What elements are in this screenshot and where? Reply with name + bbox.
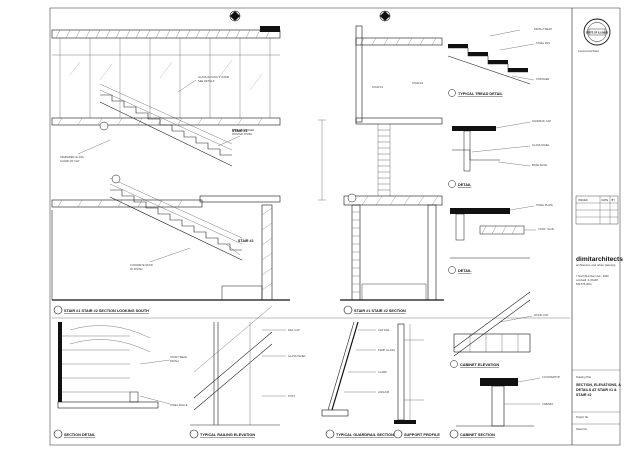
- svg-text:RAIL CAP: RAIL CAP: [288, 328, 300, 332]
- sheet-title-line-3: STAIR #2: [576, 393, 592, 397]
- seal-text: STATE OF ILLINOIS: [586, 31, 609, 34]
- architect-seal: STATE OF ILLINOIS: [583, 18, 611, 46]
- svg-text:TEMPERED GLASS: TEMPERED GLASS: [60, 155, 84, 159]
- firm-phone: 630.576.0011: [576, 282, 592, 286]
- tread-detail: FINISH TREAD STEEL PAN STRINGER TYPICAL …: [447, 27, 552, 97]
- svg-text:GLASS RAILING SYSTEM: GLASS RAILING SYSTEM: [198, 75, 229, 79]
- sheet-title-line-2: DETAILS AT STAIR #1 &: [576, 388, 617, 392]
- svg-text:GLASS PANEL: GLASS PANEL: [532, 143, 550, 147]
- sheet-border: [49, 7, 621, 446]
- svg-text:STEEL PAN: STEEL PAN: [536, 41, 550, 45]
- section-detail: STAIR TREAD FINISH STEEL ANGLE SECTION D…: [53, 322, 188, 439]
- issue-table: ISSUED DATE BY: [575, 195, 619, 225]
- svg-text:CAP RAIL: CAP RAIL: [378, 328, 390, 332]
- svg-text:CLAMP: CLAMP: [378, 370, 387, 374]
- stair-section-2-title: STAIR #1 STAIR #2 SECTION: [354, 309, 406, 313]
- cabinet-section: COUNTERTOP CABINET CABINET SECTION: [449, 375, 560, 439]
- cabinet-section-title: CABINET SECTION: [460, 433, 495, 437]
- svg-text:FINISH TREAD: FINISH TREAD: [534, 27, 552, 31]
- issue-col-date: DATE: [602, 198, 609, 202]
- firm-tagline: architecture and urban planning: [576, 263, 616, 267]
- section-detail-title: SECTION DETAIL: [64, 433, 96, 437]
- drawing-title-label: Drawing Title: [576, 375, 592, 379]
- sheet-title-line-1: SECTION, ELEVATIONS, &: [576, 383, 621, 387]
- stair-2-level-label: STAIR #2: [238, 239, 254, 243]
- svg-text:STEEL PLATE: STEEL PLATE: [536, 203, 553, 207]
- cabinet-elevation-title: CABINET ELEVATION: [460, 363, 499, 367]
- svg-text:STRINGER: STRINGER: [536, 77, 550, 81]
- stair-section-middle: STAIR #1 STAIR #2 STAIR #1 STAIR #2 SECT…: [318, 10, 444, 315]
- svg-text:COUNTERTOP: COUNTERTOP: [542, 375, 560, 379]
- firm-address-2: Lombard, IL 60148: [576, 278, 598, 282]
- roof-label: STAIR #2: [412, 81, 424, 85]
- svg-text:ANCHOR: ANCHOR: [378, 390, 389, 394]
- svg-text:HANDRAIL CAP: HANDRAIL CAP: [532, 119, 551, 123]
- svg-text:GLASS PANEL: GLASS PANEL: [288, 354, 306, 358]
- svg-text:PAINTED FINISH: PAINTED FINISH: [232, 132, 252, 136]
- stair-2-section-label: STAIR #1: [372, 85, 384, 89]
- svg-text:STEEL STRINGER: STEEL STRINGER: [232, 128, 254, 132]
- svg-text:POST: POST: [288, 394, 295, 398]
- project-number-label: Project No.: [576, 415, 589, 419]
- svg-text:CONCRETE STAIR: CONCRETE STAIR: [130, 263, 153, 267]
- support-profile-title: SUPPORT PROFILE: [404, 433, 440, 437]
- svg-text:BASE SHOE: BASE SHOE: [532, 163, 547, 167]
- svg-text:W/ FINISH: W/ FINISH: [130, 267, 143, 271]
- detail-c: STEEL PLATE CONC. SLAB DETAIL: [448, 203, 554, 274]
- tread-detail-title: TYPICAL TREAD DETAIL: [458, 92, 503, 96]
- detail-b: HANDRAIL CAP GLASS PANEL BASE SHOE DETAI…: [448, 119, 551, 188]
- stair-section-left: GLASS RAILING SYSTEM SEE DETAILS STEEL S…: [51, 10, 290, 315]
- support-profile: SUPPORT PROFILE: [393, 323, 440, 439]
- guardrail-section-title: TYPICAL GUARDRAIL SECTION: [336, 433, 394, 437]
- railing-elevation: RAIL CAP GLASS PANEL POST TYPICAL RAILIN…: [189, 305, 306, 439]
- svg-text:WOOD CAP: WOOD CAP: [534, 313, 549, 317]
- railing-elevation-title: TYPICAL RAILING ELEVATION: [200, 433, 255, 437]
- svg-text:GUARD W/ CAP: GUARD W/ CAP: [60, 159, 80, 163]
- stair-section-title: STAIR #1 STAIR #2 SECTION LOOKING SOUTH: [64, 309, 149, 313]
- svg-text:CONC. SLAB: CONC. SLAB: [538, 227, 554, 231]
- svg-text:CABINET: CABINET: [542, 402, 554, 406]
- detail-b-title: DETAIL: [458, 183, 472, 187]
- sheet-number-label: Sheet No.: [576, 427, 588, 431]
- svg-text:SEE DETAILS: SEE DETAILS: [198, 79, 215, 83]
- detail-c-title: DETAIL: [458, 269, 472, 273]
- svg-text:FINISH: FINISH: [170, 359, 179, 363]
- cabinet-elevation: WOOD CAP CABINET ELEVATION: [450, 291, 549, 368]
- guardrail-section: CAP RAIL TEMP. GLASS CLAMP ANCHOR TYPICA…: [321, 321, 395, 439]
- stair-1-level-label: STAIR #1: [232, 129, 248, 133]
- firm-address-1: 7 North Burnham Ave., #200: [576, 274, 609, 278]
- issue-col-by: BY: [612, 198, 616, 202]
- title-block: STATE OF ILLINOIS Licensed Architect ISS…: [572, 18, 623, 431]
- firm-name: dimitarchitects: [576, 256, 623, 263]
- callout-bubble: [53, 305, 63, 315]
- issue-col-issued: ISSUED: [578, 198, 588, 202]
- seal-subtitle: Licensed Architect: [578, 49, 599, 53]
- svg-text:TEMP. GLASS: TEMP. GLASS: [378, 348, 395, 352]
- svg-text:STAIR TREAD: STAIR TREAD: [170, 355, 187, 359]
- svg-text:STEEL ANGLE: STEEL ANGLE: [170, 403, 188, 407]
